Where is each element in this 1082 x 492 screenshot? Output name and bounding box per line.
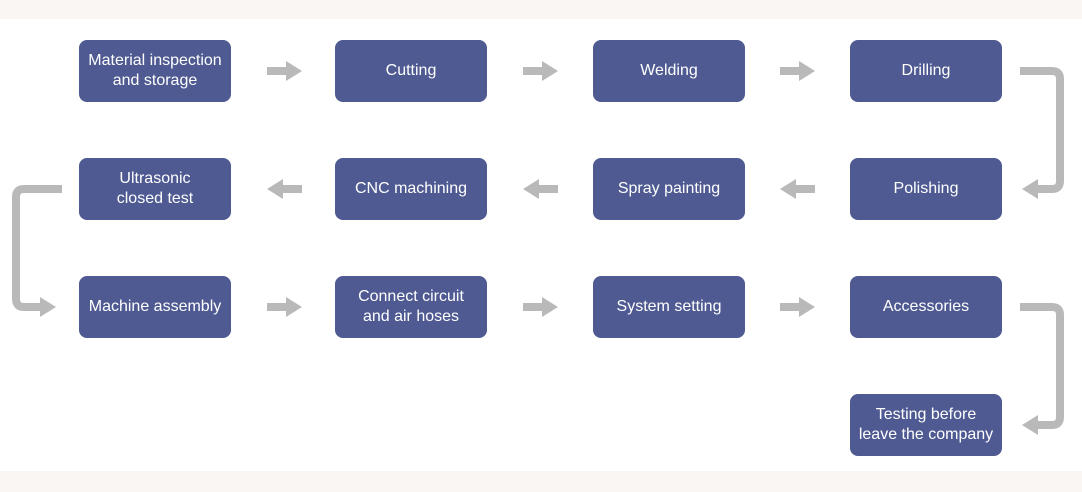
step-label: Welding (640, 62, 698, 79)
step-cnc-machining: CNC machining (335, 158, 487, 220)
step-machine-assembly: Machine assembly (79, 276, 231, 338)
step-label: Polishing (893, 180, 959, 197)
step-spray-painting: Spray painting (593, 158, 745, 220)
step-polishing: Polishing (850, 158, 1002, 220)
step-cutting: Cutting (335, 40, 487, 102)
arrowhead-to-assembly (40, 297, 56, 317)
step-label: Spray painting (617, 180, 721, 197)
connector-accessories-testing (1020, 303, 1064, 429)
connector-drilling-polishing (1020, 67, 1064, 193)
arrow-right-6 (780, 297, 815, 317)
arrow-right-4 (267, 297, 302, 317)
step-label: System setting (616, 298, 722, 315)
step-label: Cutting (385, 62, 437, 79)
step-accessories: Accessories (850, 276, 1002, 338)
arrow-left-3 (267, 179, 302, 199)
step-label: Accessories (882, 298, 970, 315)
connector-ultrasonic-assembly (12, 185, 62, 311)
arrow-left-2 (523, 179, 558, 199)
step-label: CNC machining (354, 180, 468, 197)
step-label: Machine assembly (88, 298, 222, 315)
arrowhead-to-polishing (1022, 179, 1038, 199)
step-welding: Welding (593, 40, 745, 102)
arrow-left-1 (780, 179, 815, 199)
arrow-right-1 (267, 61, 302, 81)
arrow-right-2 (523, 61, 558, 81)
arrow-right-5 (523, 297, 558, 317)
arrow-right-3 (780, 61, 815, 81)
step-label: Drilling (901, 62, 951, 79)
step-system-setting: System setting (593, 276, 745, 338)
step-drilling: Drilling (850, 40, 1002, 102)
arrowhead-to-testing (1022, 415, 1038, 435)
